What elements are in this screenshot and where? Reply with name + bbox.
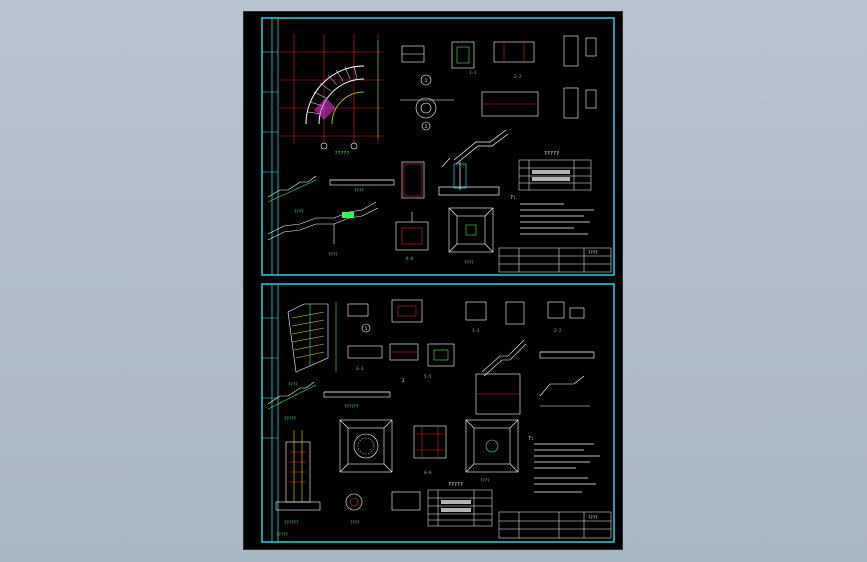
svg-text:?????: ????? xyxy=(276,532,289,537)
svg-text:2-2: 2-2 xyxy=(514,74,522,79)
svg-text:?????: ????? xyxy=(544,151,559,157)
svg-text:????: ???? xyxy=(464,260,474,265)
sheet-2: ???? 1 1-1 2-2 xyxy=(261,283,615,543)
svg-text:????: ???? xyxy=(288,382,298,387)
sheet-1-long-section xyxy=(267,201,379,244)
sheet-2-flight-elevation xyxy=(267,373,590,415)
svg-text:A-A: A-A xyxy=(424,470,432,475)
svg-text:?:: ?: xyxy=(528,436,534,442)
sheet-1-detail-1 xyxy=(401,35,597,86)
svg-text:?????: ????? xyxy=(284,416,297,421)
sheet-2-notes: ?: xyxy=(528,436,600,493)
svg-text:2: 2 xyxy=(402,378,405,383)
sheet-1-flight-elevation xyxy=(267,157,451,203)
sheet-2-base-plan xyxy=(465,419,519,473)
sheet-1-binding-strip xyxy=(262,51,278,173)
svg-text:??????: ?????? xyxy=(344,404,359,409)
svg-text:1-1: 1-1 xyxy=(472,328,480,333)
sheet-1-title-block xyxy=(498,247,612,273)
sheet-2-plate-plan xyxy=(339,419,447,511)
sheet-1-notes: ?: xyxy=(510,195,594,235)
sheet-2-title-block xyxy=(498,511,612,539)
drawing-sheets: ????? 1 1-1 2-2 xyxy=(244,12,622,549)
svg-text:2: 2 xyxy=(425,124,428,129)
sheet-2-frame xyxy=(261,283,615,543)
sheet-1-detail-2 xyxy=(400,87,597,131)
svg-text:?????: ????? xyxy=(448,482,463,488)
sheet-1-frame xyxy=(261,17,615,276)
sheet-2-stair-plan xyxy=(287,302,337,373)
svg-text:????: ???? xyxy=(480,478,490,483)
sheet-1: ????? 1 1-1 2-2 xyxy=(261,17,615,276)
svg-text:1: 1 xyxy=(365,326,368,331)
sheet-1-base-detail xyxy=(395,207,494,253)
svg-text:2-2: 2-2 xyxy=(554,328,562,333)
svg-text:??????: ?????? xyxy=(284,520,299,525)
svg-text:????: ???? xyxy=(354,188,364,193)
svg-text:3-3: 3-3 xyxy=(356,366,364,371)
sheet-1-material-table xyxy=(518,159,592,191)
drawing-svg: ????? 1 1-1 2-2 xyxy=(261,17,615,543)
svg-text:????: ???? xyxy=(328,252,338,257)
sheet-1-view-label: ????? xyxy=(334,151,349,157)
sheet-1-section-stair xyxy=(438,129,509,196)
sheet-2-column-detail xyxy=(275,430,321,511)
sheet-2-material-table xyxy=(427,489,493,527)
sheet-1-stair-plan: ????? xyxy=(279,34,384,157)
svg-text:A-A: A-A xyxy=(406,256,414,261)
svg-text:????: ???? xyxy=(350,520,360,525)
svg-text:????: ???? xyxy=(588,250,598,255)
svg-text:1: 1 xyxy=(425,78,428,83)
svg-text:????: ???? xyxy=(588,515,598,520)
sheet-2-middle-details xyxy=(347,339,595,377)
svg-text:1-1: 1-1 xyxy=(469,70,477,75)
svg-text:5-5: 5-5 xyxy=(424,374,432,379)
svg-text:????: ???? xyxy=(294,209,304,214)
sheet-2-top-details xyxy=(347,299,585,333)
svg-text:?:: ?: xyxy=(510,195,516,201)
